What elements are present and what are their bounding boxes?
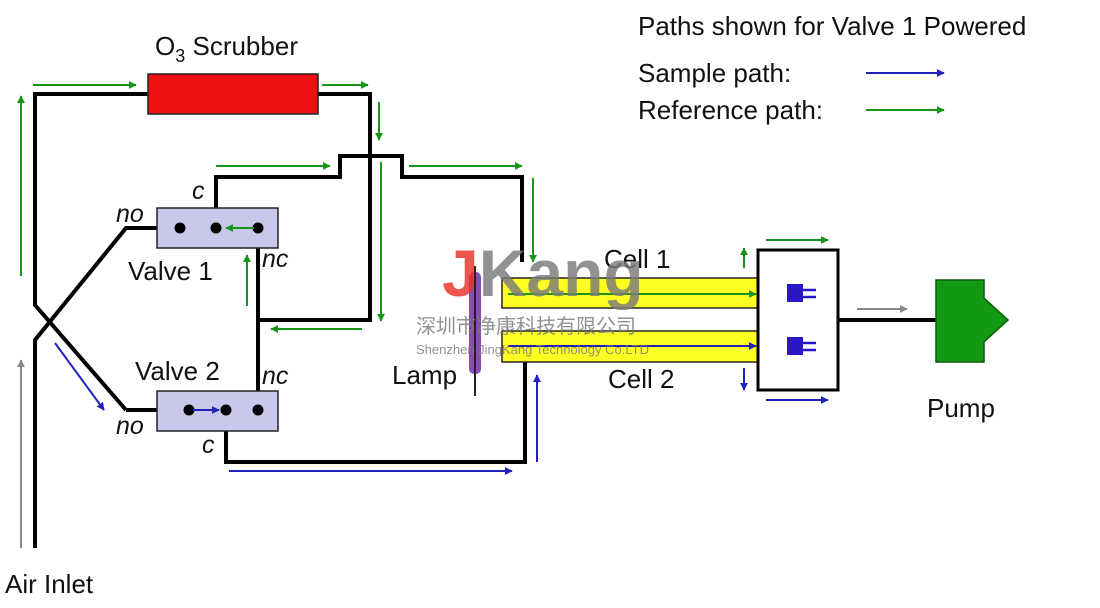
valve2-no-port <box>183 404 195 416</box>
valve1-label: Valve 1 <box>128 256 213 286</box>
valve1-nc-label: nc <box>262 245 289 273</box>
tube-valve1-c-to-cell1 <box>214 154 524 262</box>
watermark: JKang 深圳市净康科技有限公司 Shenzhen JingKang Tech… <box>416 236 649 357</box>
valve2-no-label: no <box>116 412 144 440</box>
tube-valve2-c-to-cell2 <box>224 362 527 464</box>
valve1-no-port <box>174 222 186 234</box>
tubing <box>33 92 938 548</box>
o3-scrubber-label: O3 Scrubber <box>155 31 298 66</box>
watermark-logo: JKang <box>442 236 644 310</box>
valve1-c-port <box>210 222 222 234</box>
tube-scrubber-to-valve1-nc <box>256 92 372 322</box>
air-inlet-label: Air Inlet <box>5 569 94 599</box>
detector2 <box>787 337 803 355</box>
tube-inlet-to-valve1-no <box>33 226 180 548</box>
valve2-nc-label: nc <box>262 362 289 390</box>
valve2-label: Valve 2 <box>135 356 220 386</box>
flow-arrow <box>54 342 105 411</box>
pump-label: Pump <box>927 393 995 423</box>
sample-path-arrows <box>54 342 829 475</box>
legend-sample-label: Sample path: <box>638 58 791 88</box>
valve2-c-port <box>220 404 232 416</box>
valve1-nc-port <box>252 222 264 234</box>
o3-scrubber <box>147 73 319 115</box>
valve2-c-label: c <box>202 431 215 459</box>
pump <box>935 279 1010 363</box>
valve2-nc-port <box>252 404 264 416</box>
tube-valve2-no-to-scrubber <box>33 92 148 412</box>
cell1-label: Cell 1 <box>604 244 670 274</box>
watermark-company-cn: 深圳市净康科技有限公司 <box>416 314 636 338</box>
legend-reference-label: Reference path: <box>638 95 823 125</box>
detector1 <box>787 284 803 302</box>
detector-manifold <box>756 248 840 392</box>
watermark-company-en: Shenzhen JingKang Technology Co.LTD <box>416 342 649 357</box>
legend-title: Paths shown for Valve 1 Powered <box>638 11 1026 41</box>
valve1-c-label: c <box>192 177 205 205</box>
reference-path-arrows <box>17 81 829 333</box>
cell2-label: Cell 2 <box>608 364 674 394</box>
lamp-label: Lamp <box>392 360 457 390</box>
valve1-no-label: no <box>116 200 144 228</box>
